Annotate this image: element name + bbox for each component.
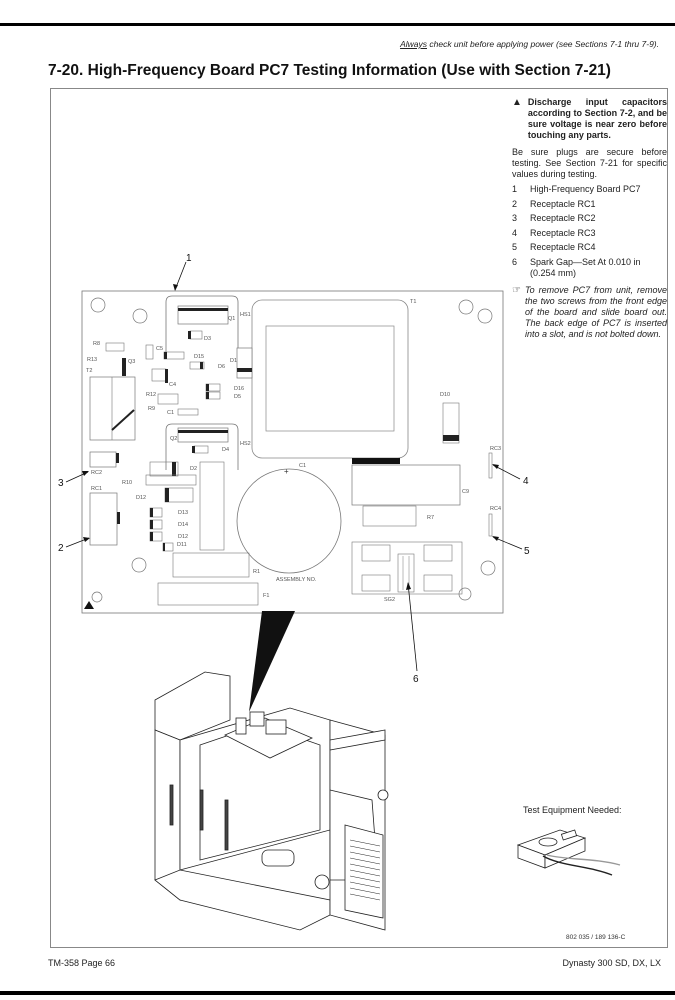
mount-hole [131, 557, 147, 573]
label-rc1: RC1 [91, 486, 102, 492]
callout-4: 4 [523, 476, 529, 487]
welding-unit-illustration [154, 671, 389, 931]
footer-model: Dynasty 300 SD, DX, LX [562, 958, 661, 968]
capacitor-c1 [236, 468, 342, 574]
label-d5: D5 [234, 394, 241, 400]
tip-block: ☞ To remove PC7 from unit, remove the tw… [512, 285, 667, 340]
caution-note: Always check unit before applying power … [400, 39, 659, 49]
pointing-hand-icon: ☞ [512, 284, 521, 296]
label-d12-b: D12 [178, 534, 188, 540]
label-d1: D1 [230, 358, 237, 364]
transformer-t2 [89, 376, 136, 441]
mount-hole [458, 299, 474, 315]
label-t2: T2 [86, 368, 92, 374]
label-d10: D10 [440, 392, 450, 398]
mount-hole [477, 308, 493, 324]
vent-louvers [349, 839, 381, 901]
label-d14: D14 [178, 522, 188, 528]
heatsink-hs1 [165, 295, 239, 357]
label-f1: F1 [263, 593, 269, 599]
multimeter-icon [516, 829, 621, 876]
svg-text:+: + [284, 467, 289, 476]
fuse-f1 [157, 582, 259, 606]
label-d16: D16 [234, 386, 244, 392]
label-c1-big: C1 [299, 463, 306, 469]
label-d15: D15 [194, 354, 204, 360]
pcb-outline [81, 290, 504, 614]
caution-emphasis: Always [400, 39, 427, 49]
warning-block: ▲ Discharge input capacitors according t… [512, 97, 667, 141]
capacitor-c9 [351, 464, 461, 506]
label-d13: D13 [178, 510, 188, 516]
label-r8: R8 [93, 341, 100, 347]
mount-hole [90, 297, 106, 313]
heatsink-hs2 [165, 423, 239, 470]
label-r7: R7 [427, 515, 434, 521]
label-rc2: RC2 [91, 470, 102, 476]
mount-hole [132, 308, 148, 324]
label-d11: D11 [177, 542, 187, 548]
label-r1: R1 [253, 569, 260, 575]
sidebar-notes: ▲ Discharge input capacitors according t… [512, 97, 667, 340]
label-q2: Q2 [170, 436, 177, 442]
label-r13: R13 [87, 357, 97, 363]
label-r12: R12 [146, 392, 156, 398]
label-d6: D6 [218, 364, 225, 370]
label-d3: D3 [204, 336, 211, 342]
section-title: 7-20. High-Frequency Board PC7 Testing I… [48, 62, 611, 79]
mount-hole [480, 560, 496, 576]
label-d4: D4 [222, 447, 229, 453]
figure-id: 802 035 / 189 136-C [566, 934, 626, 941]
transformer-t1 [251, 299, 409, 459]
footer-page-number: TM-358 Page 66 [48, 958, 116, 968]
callout-5: 5 [524, 546, 530, 557]
label-sg2: SG2 [384, 597, 395, 603]
caution-text: check unit before applying power (see Se… [427, 39, 659, 49]
label-rc4: RC4 [490, 506, 501, 512]
label-assembly-no: ASSEMBLY NO. [276, 577, 317, 583]
callout-1: 1 [186, 253, 192, 264]
callout-3: 3 [58, 478, 64, 489]
label-q1: Q1 [228, 316, 235, 322]
figure-frame [50, 88, 668, 948]
label-d2: D2 [190, 466, 197, 472]
top-rule [0, 23, 675, 26]
bottom-rule [0, 991, 675, 995]
label-c9: C9 [462, 489, 469, 495]
label-r10: R10 [122, 480, 132, 486]
label-c1: C1 [167, 410, 174, 416]
receptacle-rc3 [488, 452, 493, 479]
callout-2: 2 [58, 543, 64, 554]
orientation-triangle [84, 601, 94, 609]
label-rc3: RC3 [490, 446, 501, 452]
test-equipment-label: Test Equipment Needed: [523, 805, 622, 815]
label-c5: C5 [156, 346, 163, 352]
receptacle-rc4 [488, 513, 493, 537]
callout-6: 6 [413, 674, 419, 685]
label-q3: Q3 [128, 359, 135, 365]
instruction-text: Be sure plugs are secure before testing.… [512, 147, 667, 179]
label-t1: T1 [410, 299, 416, 305]
location-wedge [249, 611, 295, 712]
label-r9: R9 [148, 406, 155, 412]
label-c4: C4 [169, 382, 176, 388]
mount-hole [91, 591, 103, 603]
warning-triangle-icon: ▲ [512, 97, 522, 108]
warning-text: Discharge input capacitors according to … [527, 97, 667, 140]
spark-gap-sg2 [351, 541, 463, 595]
tip-text: To remove PC7 from unit, remove the two … [524, 284, 667, 339]
label-hs2: HS2 [240, 441, 251, 447]
label-hs1: HS1 [240, 312, 251, 318]
label-d12: D12 [136, 495, 146, 501]
